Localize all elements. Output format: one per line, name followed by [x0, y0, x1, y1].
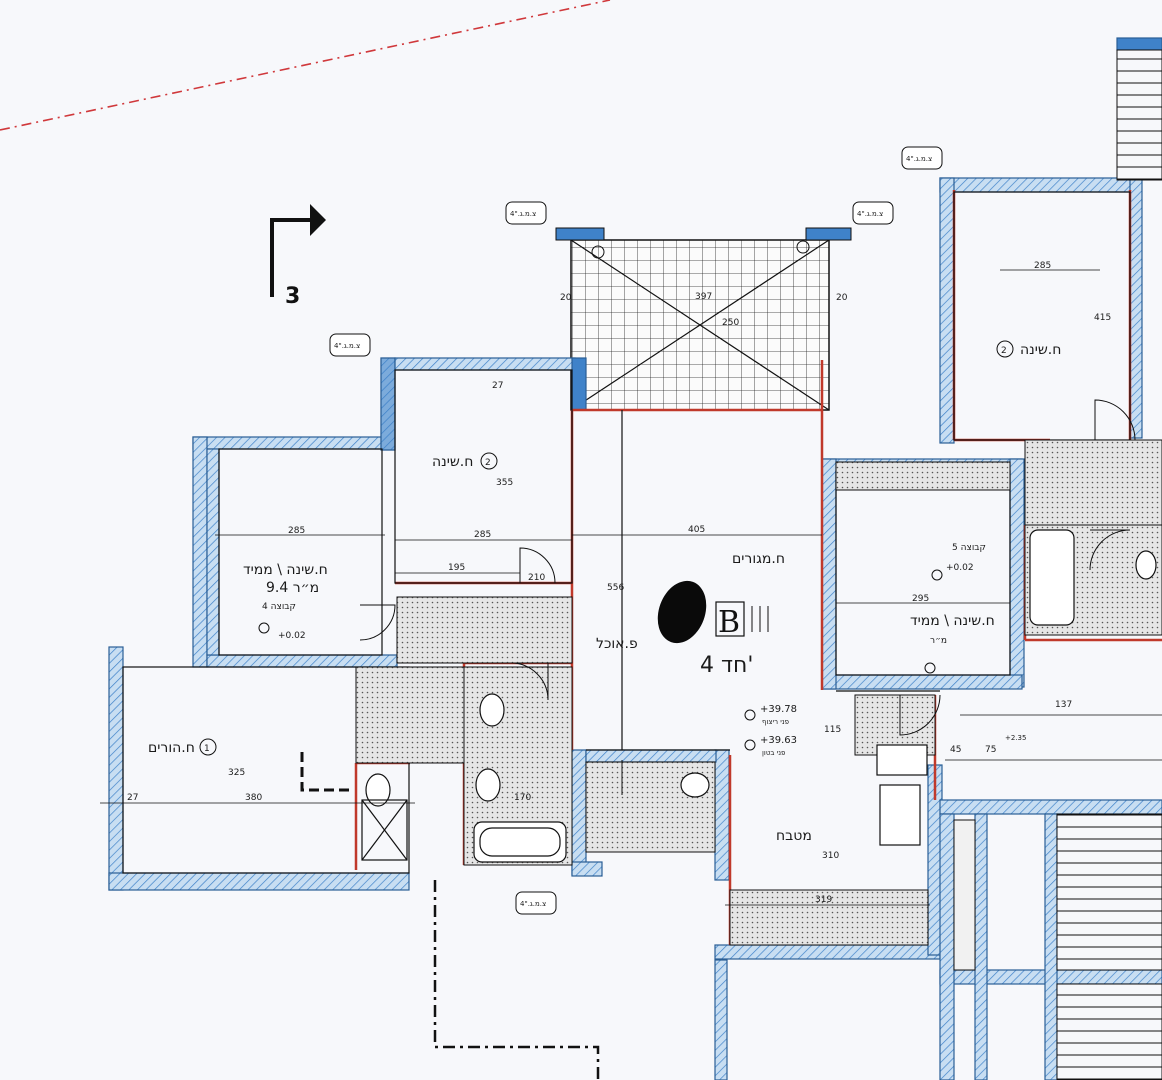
- bed2b-depth: 415: [1094, 313, 1111, 323]
- mamad-right-level: +0.02: [946, 563, 974, 573]
- dim-115: 115: [824, 725, 841, 735]
- floor-struct-label: פני בטון: [762, 749, 785, 757]
- mamad-left-width: 285: [288, 526, 305, 536]
- floor-struct-level: +39.63: [760, 735, 797, 746]
- entrance-line: [300, 752, 352, 792]
- kitchen-depth: 310: [822, 851, 839, 861]
- bed2a-depth: 355: [496, 478, 513, 488]
- dining-label: פ.אוכל: [596, 636, 638, 652]
- downpipe-tag-1: צ.מ.ג."4: [510, 210, 536, 218]
- living-depth: 556: [607, 583, 624, 593]
- balcony: 397 250 20 20: [555, 227, 852, 411]
- exterior-walls: [108, 37, 1162, 1080]
- dim-45: 45: [950, 745, 961, 755]
- mamad-right-title: ח.שינה \ ממיד: [910, 613, 995, 629]
- level-icon-1: [744, 709, 756, 721]
- stairwell: [953, 49, 1162, 1080]
- bed2b-width: 285: [1034, 261, 1051, 271]
- mamad-right-width: 295: [912, 594, 929, 604]
- mamad-left-area: 9.4 מ״ר: [266, 580, 319, 596]
- master-bedroom-label: ח.הורים: [148, 740, 195, 756]
- downpipe-tag-2: צ.מ.ג."4: [857, 210, 883, 218]
- bedroom-2a-number: 2: [485, 458, 491, 468]
- downpipe-tag-4: צ.מ.ג."4: [906, 155, 932, 163]
- apartment-type-letter: B: [718, 605, 740, 640]
- master-depth: 325: [228, 768, 245, 778]
- bedroom-2a-number-circle: [480, 452, 498, 470]
- dim-20-left: 20: [560, 293, 572, 303]
- mamad-right-group: קבוצה 5: [952, 543, 986, 553]
- door-swings: [359, 399, 1136, 795]
- bedroom-2b-number-circle: [996, 340, 1014, 358]
- downpipe-tags: צ.מ.ג."4 צ.מ.ג."4 צ.מ.ג."4 צ.מ.ג."4 צ.מ.…: [329, 146, 943, 915]
- dim-75: 75: [985, 745, 996, 755]
- living-width: 405: [688, 525, 705, 535]
- section-marker: 3: [270, 204, 326, 309]
- apartment-tag: B 4 חד': [657, 580, 769, 678]
- section-marker-label: 3: [285, 284, 300, 309]
- kitchen-label: מטבח: [776, 828, 812, 844]
- level-marker-icon: [258, 622, 270, 634]
- floor-finish-label: פני ריצוף: [762, 718, 789, 726]
- plumbing-fixtures: [361, 529, 1157, 863]
- dim-170: 170: [514, 793, 531, 803]
- balcony-depth: 250: [722, 318, 739, 328]
- dim-20-right: 20: [836, 293, 848, 303]
- floor-finish-level: +39.78: [760, 704, 797, 715]
- bedroom-2b-number: 2: [1001, 346, 1007, 356]
- wet-areas: [355, 439, 1162, 946]
- door-210: 210: [528, 573, 545, 583]
- bed2a-width: 285: [474, 530, 491, 540]
- kitchen-width: 319: [815, 895, 832, 905]
- room-outlines: [122, 191, 1131, 874]
- vent-icon: [924, 662, 936, 674]
- mamad-left-level: +0.02: [278, 631, 306, 641]
- dim-27-b: 27: [492, 381, 503, 391]
- master-width: 380: [245, 793, 262, 803]
- dim-27-a: 27: [127, 793, 138, 803]
- corridor-level: +2.35: [1005, 734, 1026, 742]
- master-bedroom-number: 1: [204, 744, 210, 754]
- mamad-right-area: מ״ר: [930, 636, 947, 646]
- downpipe-tag-5: צ.מ.ג."4: [520, 900, 546, 908]
- downpipe-tag-3: צ.מ.ג."4: [334, 342, 360, 350]
- property-line: [0, 0, 611, 131]
- apartment-rooms-label: 4 חד': [700, 653, 753, 678]
- bedroom-2a-label: ח.שינה: [432, 454, 473, 470]
- corridor-width: 195: [448, 563, 465, 573]
- level-icon-2: [744, 739, 756, 751]
- mamad-left-group: קבוצה 4: [262, 602, 296, 612]
- master-bedroom-number-circle: [199, 738, 217, 756]
- building-line: [433, 880, 600, 1080]
- dimension-lines: [100, 269, 1162, 906]
- dim-137: 137: [1055, 700, 1072, 710]
- mamad-left-title: ח.שינה \ ממיד: [243, 562, 328, 578]
- bedroom-2b-label: ח.שינה: [1020, 342, 1061, 358]
- level-marker-icon-2: [931, 569, 943, 581]
- balcony-width: 397: [695, 292, 712, 302]
- living-room-label: ח.מגורים: [732, 551, 785, 567]
